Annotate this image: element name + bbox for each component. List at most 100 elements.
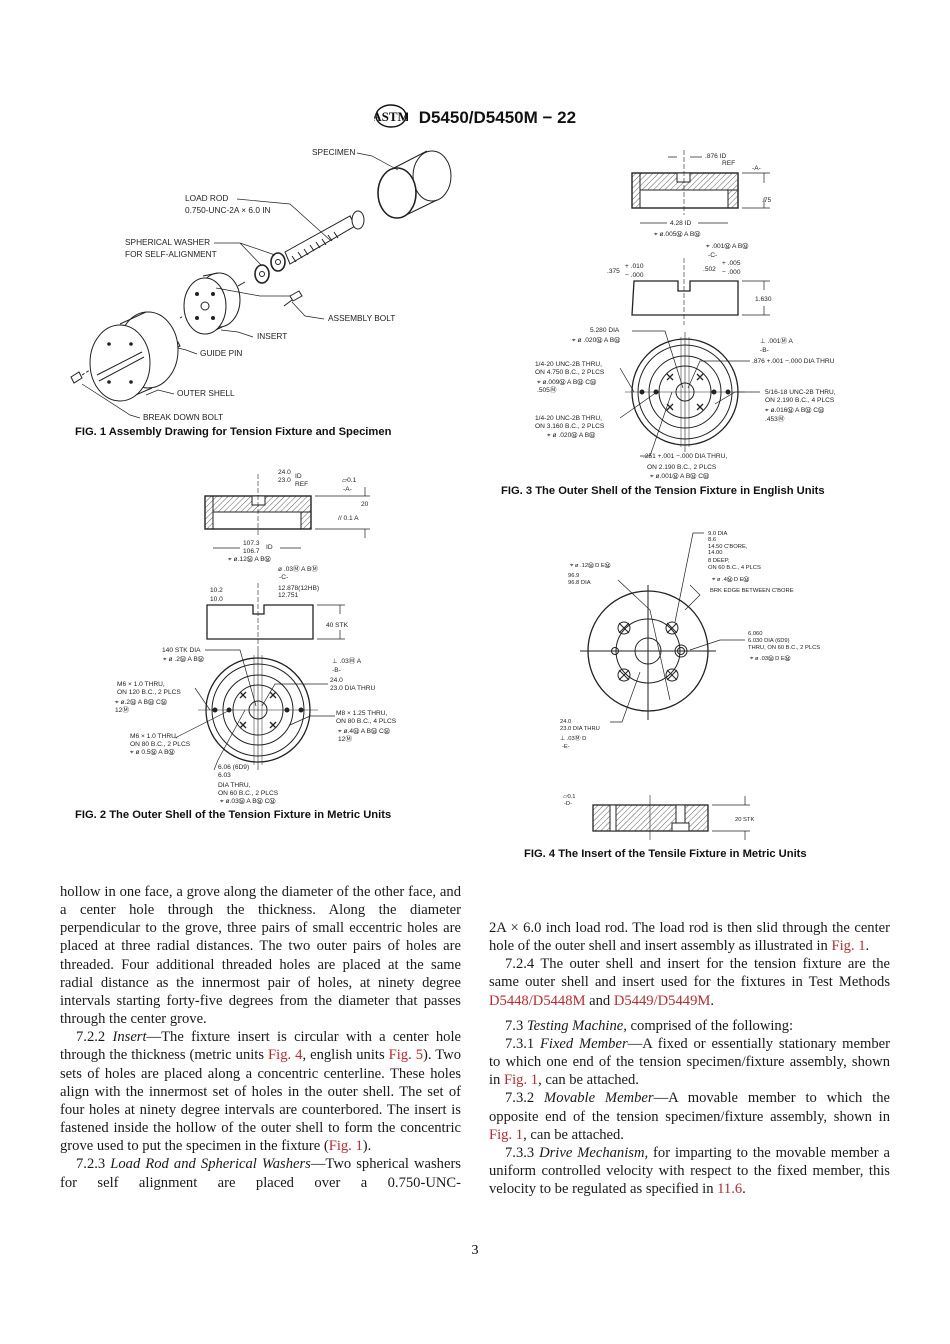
text: . <box>742 1181 746 1198</box>
text: . <box>710 992 714 1009</box>
label-outer-shell: OUTER SHELL <box>177 388 235 398</box>
heading-italic: Insert <box>112 1029 147 1046</box>
link-fig-1[interactable]: Fig. 1 <box>504 1072 539 1089</box>
text: 7.2.3 <box>76 1156 111 1173</box>
dim: 24.0 <box>278 469 291 476</box>
dim: ID <box>266 544 273 551</box>
fig4-caption: FIG. 4 The Insert of the Tensile Fixture… <box>524 848 807 860</box>
paragraph-7-3-3: 7.3.3 Drive Mechanism, for imparting to … <box>489 1144 890 1198</box>
label-assembly-bolt: ASSEMBLY BOLT <box>328 313 395 323</box>
dim: 14.50 C'BORE, <box>708 544 748 550</box>
dim: 96.9 <box>568 573 579 579</box>
paragraph: 2A × 6.0 inch load rod. The load rod is … <box>489 919 890 955</box>
dim: 10.2 <box>210 587 223 594</box>
dim: .375 <box>607 268 620 275</box>
dim: 5/16-18 UNC-2B THRU, <box>765 389 836 396</box>
label-break-down-bolt: BREAK DOWN BOLT <box>143 412 223 422</box>
text: —The fixture insert is circular with a c… <box>60 1029 461 1064</box>
dim: .876 ID <box>705 153 726 160</box>
fcf: ⊥ .03Ⓜ A <box>332 657 362 665</box>
link-d5448[interactable]: D5448/D5448M <box>489 992 586 1009</box>
dim: 10.0 <box>210 596 223 603</box>
text: ). <box>362 1138 372 1155</box>
dim: ON 80 B.C., 4 PLCS <box>336 718 397 725</box>
link-fig-1[interactable]: Fig. 1 <box>489 1126 524 1143</box>
dim: ON 60 B.C., 4 PLCS <box>708 565 761 571</box>
label-guide-pin: GUIDE PIN <box>200 348 242 358</box>
text: for imparting to the movable member a un… <box>489 1144 890 1198</box>
dim: BRK EDGE BETWEEN C'BORE <box>710 588 794 594</box>
link-fig-1[interactable]: Fig. 1 <box>831 938 866 955</box>
fig1-caption: FIG. 1 Assembly Drawing for Tension Fixt… <box>75 426 392 438</box>
text: —A fixed or essentially stationary membe… <box>489 1035 890 1089</box>
fig1-assembly-drawing <box>70 150 452 419</box>
text: , can be attached. <box>523 1126 624 1143</box>
heading-italic: Testing Machine, <box>526 1017 627 1034</box>
fcf: ⌖ ø .12Ⓜ D EⓂ <box>570 562 611 569</box>
heading-italic: Drive Mechanism, <box>539 1144 649 1161</box>
dim: 6.030 DIA (6D9) <box>748 638 790 644</box>
dim: 6.06 (6D9) <box>218 764 249 771</box>
text: 7.3.3 <box>505 1144 540 1161</box>
fcf: ⌖ ø.009Ⓜ A BⓂ CⓂ <box>537 379 597 386</box>
heading-italic: Fixed Member <box>539 1035 628 1052</box>
fcf: 12Ⓜ <box>338 735 352 743</box>
link-d5449[interactable]: D5449/D5449M <box>613 992 711 1009</box>
text: and <box>585 992 614 1009</box>
link-fig-4[interactable]: Fig. 4 <box>268 1047 303 1064</box>
fcf: ⌖ ø.005Ⓜ A BⓂ <box>654 231 701 238</box>
dim: 14.00 <box>708 550 723 556</box>
link-section-11-6[interactable]: 11.6 <box>717 1181 743 1198</box>
datum: -A- <box>752 165 761 172</box>
counterbore-holes <box>611 621 688 682</box>
text: ). Two sets of holes are placed along a … <box>60 1047 462 1155</box>
astm-logo: ASTM <box>372 103 410 134</box>
fcf: ⌖ ø .03Ⓜ D EⓂ <box>750 655 791 662</box>
dim: 106.7 <box>243 548 260 555</box>
dim: ON 3.160 B.C., 2 PLCS <box>535 423 605 430</box>
fcf: ⌖ ø .020Ⓜ A BⓂ <box>572 337 621 344</box>
link-fig-1[interactable]: Fig. 1 <box>328 1138 363 1155</box>
dim: 1/4-20 UNC-2B THRU, <box>535 415 602 422</box>
heading-italic: Movable Member <box>544 1090 654 1107</box>
break-down-bolt <box>70 369 91 384</box>
fcf: ⌖ ø .2Ⓜ A BⓂ <box>163 656 205 663</box>
dim: ON 2.190 B.C., 4 PLCS <box>765 397 835 404</box>
dim: .75 <box>762 197 771 204</box>
body-left-column: hollow in one face, a grove along the di… <box>60 883 461 1192</box>
dim: 5.280 DIA <box>590 327 620 334</box>
dim: ON 120 B.C., 2 PLCS <box>117 689 181 696</box>
text: hollow in one face, a grove along the di… <box>60 884 461 1028</box>
fcf: .505Ⓜ <box>537 386 557 394</box>
fcf: ⌖ ø.2Ⓜ A BⓂ CⓂ <box>115 699 168 706</box>
fcf: ⊥ .001Ⓜ A <box>760 337 793 345</box>
dim: REF <box>295 481 308 488</box>
paragraph-7-2-4: 7.2.4 The outer shell and insert for the… <box>489 955 890 1009</box>
dim: M8 × 1.25 THRU, <box>336 710 388 717</box>
fig1-labels: SPECIMEN LOAD ROD 0.750-UNC-2A × 6.0 IN … <box>125 147 395 422</box>
assembly-bolt <box>283 290 303 307</box>
fcf: ⌖ ø.03Ⓜ A BⓂ CⓂ <box>220 798 276 805</box>
dim: 23.0 <box>278 477 291 484</box>
datum: -E- <box>562 744 570 750</box>
dim: 8.6 <box>708 537 716 543</box>
paragraph-7-3-2: 7.3.2 Movable Member—A movable member to… <box>489 1089 890 1143</box>
link-fig-5[interactable]: Fig. 5 <box>388 1047 424 1064</box>
dim: + .005 <box>722 260 741 267</box>
fig4-metric-insert <box>580 532 750 840</box>
fcf: ⌖ ø.016Ⓜ A BⓂ CⓂ <box>765 407 825 414</box>
fig2-plan-view <box>198 650 318 770</box>
dim: ON 2.190 B.C., 2 PLCS <box>647 464 717 471</box>
text: 7.3.2 <box>505 1090 545 1107</box>
dim: M6 × 1.0 THRU, <box>117 681 165 688</box>
load-rod <box>284 210 365 265</box>
page-header: ASTM D5450/D5450M − 22 <box>0 103 950 134</box>
dim: .251 +.001 −.000 DIA THRU, <box>643 453 727 460</box>
svg-text:ASTM: ASTM <box>374 109 408 124</box>
dim: 40 STK <box>326 622 349 629</box>
fcf: ⏥0.1 <box>342 477 357 484</box>
text: 7.3.1 <box>505 1035 540 1052</box>
figures-drawing: SPECIMEN LOAD ROD 0.750-UNC-2A × 6.0 IN … <box>70 147 836 840</box>
dim: .876 +.001 −.000 DIA THRU <box>752 358 835 365</box>
fig2-labels: 24.0 23.0 ID REF ⏥0.1 -A- 20 // 0.1 A 10… <box>115 469 397 805</box>
